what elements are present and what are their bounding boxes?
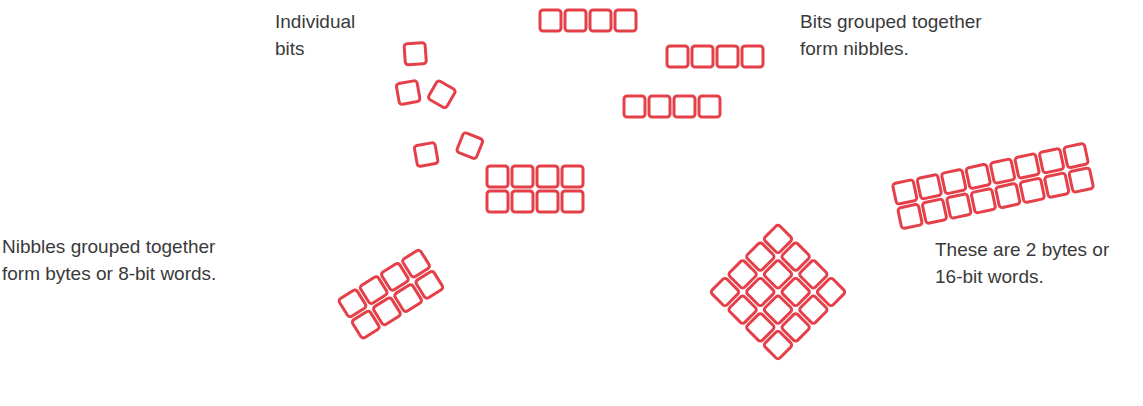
bit-square: [922, 199, 947, 224]
bit-square: [456, 132, 483, 159]
two-bytes-row: [892, 143, 1093, 229]
bit-square: [404, 43, 426, 65]
nibble: [667, 46, 763, 67]
individual-bits: [396, 43, 483, 167]
bit-square: [1015, 154, 1040, 179]
bit-square: [995, 183, 1020, 208]
bit-square: [971, 188, 996, 213]
nibble: [624, 96, 720, 117]
bit-square: [487, 191, 508, 212]
bit-square: [624, 96, 645, 117]
bit-square: [1020, 178, 1045, 203]
nibble: [540, 10, 636, 31]
bit-square: [415, 270, 444, 299]
annotation-label: Individual bits: [275, 8, 367, 62]
bit-square: [562, 191, 583, 212]
bit-square: [396, 80, 420, 104]
annotation-label: Nibbles grouped together form bytes or 8…: [2, 233, 256, 287]
bit-square: [565, 10, 586, 31]
bit-square: [512, 166, 533, 187]
bit-square: [1039, 148, 1064, 173]
bit-square: [540, 10, 561, 31]
bit-square: [892, 180, 917, 205]
bit-square: [674, 96, 695, 117]
bit-square: [717, 46, 738, 67]
annotation-label: Bits grouped together form nibbles.: [800, 8, 1022, 62]
bit-square: [1064, 143, 1089, 168]
byte: [338, 249, 444, 339]
two-bytes-diamond: [710, 224, 846, 360]
bit-square: [562, 166, 583, 187]
bit-square: [742, 46, 763, 67]
bit-square: [667, 46, 688, 67]
bit-square: [414, 142, 438, 166]
bit-square: [692, 46, 713, 67]
bit-square: [649, 96, 670, 117]
bit-square: [946, 194, 971, 219]
bit-square: [428, 80, 457, 109]
bit-square: [537, 166, 558, 187]
bit-square: [487, 166, 508, 187]
byte: [487, 166, 583, 212]
bit-square: [1044, 173, 1069, 198]
bit-square: [537, 191, 558, 212]
bit-square: [763, 330, 793, 360]
bit-square: [917, 174, 942, 199]
bit-square: [990, 159, 1015, 184]
bit-square: [590, 10, 611, 31]
bit-square: [941, 169, 966, 194]
bit-square: [966, 164, 991, 189]
bit-square: [615, 10, 636, 31]
bit-square: [898, 204, 923, 229]
annotation-label: These are 2 bytes or 16-bit words.: [935, 236, 1117, 290]
bit-square: [512, 191, 533, 212]
bit-square: [1069, 168, 1094, 193]
bit-square: [699, 96, 720, 117]
